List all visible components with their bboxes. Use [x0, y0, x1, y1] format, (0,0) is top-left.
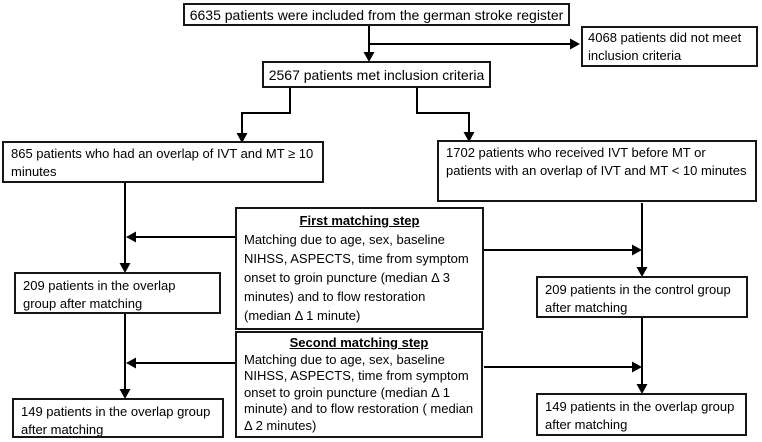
node-209-overlap: 209 patients in the overlap group after … — [14, 272, 221, 314]
node-149-overlap-left-label: 149 patients in the overlap group after … — [21, 404, 211, 437]
arrow-first-matching-to-left-path — [126, 231, 235, 243]
node-6635-included: 6635 patients were included from the ger… — [183, 3, 570, 26]
arrow-overlap-865-to-overlap-209 — [119, 183, 131, 273]
node-6635-included-label: 6635 patients were included from the ger… — [189, 6, 564, 23]
node-209-control-label: 209 patients in the control group after … — [545, 282, 731, 315]
node-149-overlap-left: 149 patients in the overlap group after … — [12, 398, 224, 438]
first-matching-step-body: Matching due to age, sex, baseline NIHSS… — [244, 232, 469, 323]
node-209-control: 209 patients in the control group after … — [536, 276, 748, 318]
node-4068-not-met: 4068 patients did not meet inclusion cri… — [581, 26, 758, 67]
node-second-matching-step: Second matching step Matching due to age… — [235, 331, 483, 438]
arrow-second-matching-to-left-path — [126, 357, 235, 369]
node-149-overlap-right: 149 patients in the overlap group after … — [536, 393, 747, 436]
second-matching-step-title: Second matching step — [289, 335, 429, 350]
arrow-second-matching-to-right-path — [484, 361, 642, 373]
arrow-control-209-to-overlap-149 — [636, 318, 648, 394]
arrow-met-to-overlap-865 — [236, 88, 291, 143]
arrow-met-to-ivt-before-1702 — [416, 88, 475, 142]
node-865-overlap-label: 865 patients who had an overlap of IVT a… — [11, 146, 314, 179]
arrow-included-to-met — [363, 26, 375, 62]
node-1702-ivt-before-label: 1702 patients who received IVT before MT… — [446, 145, 747, 178]
second-matching-step-body: Matching due to age, sex, baseline NIHSS… — [244, 351, 474, 433]
arrow-overlap-209-to-overlap-149 — [119, 314, 131, 399]
node-2567-met-label: 2567 patients met inclusion criteria — [268, 66, 485, 83]
node-209-overlap-label: 209 patients in the overlap group after … — [23, 278, 176, 311]
node-865-overlap: 865 patients who had an overlap of IVT a… — [2, 141, 324, 183]
arrow-included-to-not-met — [369, 38, 580, 50]
first-matching-step-title: First matching step — [299, 213, 420, 228]
node-first-matching-step: First matching step Matching due to age,… — [235, 207, 484, 330]
arrow-first-matching-to-right-path — [484, 244, 642, 256]
node-2567-met: 2567 patients met inclusion criteria — [262, 61, 491, 88]
arrow-ivt-before-1702-to-control-209 — [636, 203, 648, 277]
node-149-overlap-right-label: 149 patients in the overlap group after … — [545, 399, 735, 432]
node-1702-ivt-before: 1702 patients who received IVT before MT… — [437, 140, 757, 202]
node-4068-not-met-label: 4068 patients did not meet inclusion cri… — [588, 30, 742, 63]
